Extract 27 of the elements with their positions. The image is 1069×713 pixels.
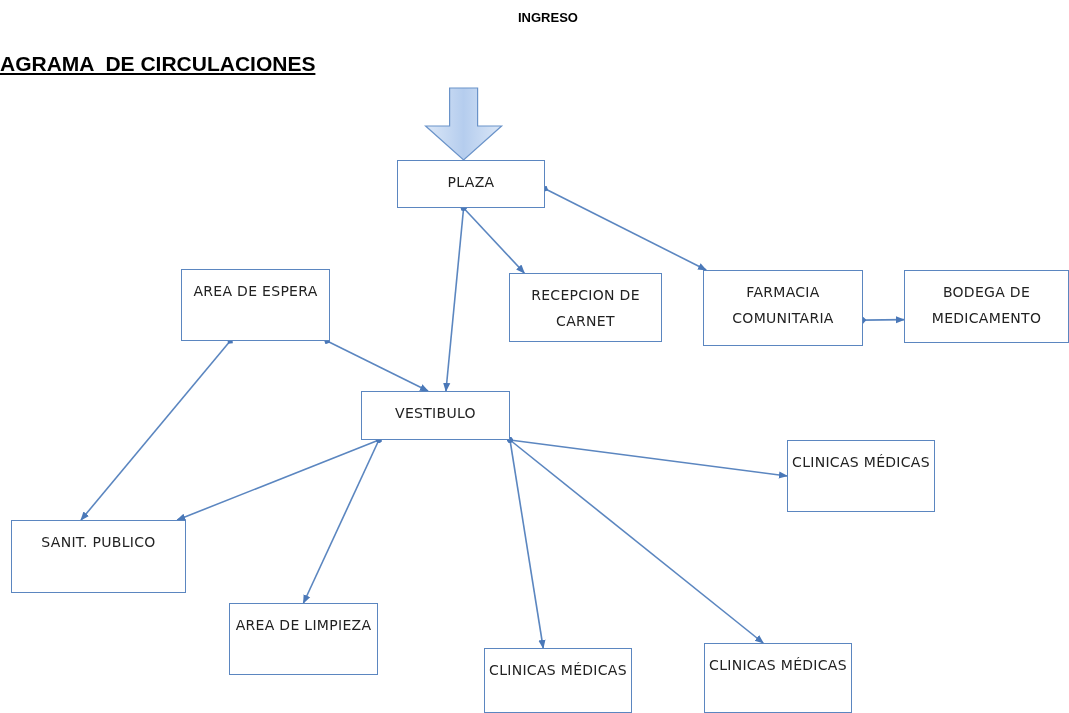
circulation-arrow bbox=[506, 436, 546, 649]
room-box bbox=[787, 440, 935, 512]
room-box bbox=[397, 160, 545, 208]
room-label: CLINICAS MÉDICAS bbox=[489, 661, 627, 680]
circulation-arrow bbox=[507, 437, 764, 644]
room-label: CLINICAS MÉDICAS bbox=[709, 656, 847, 675]
room-box bbox=[181, 269, 330, 341]
room-box bbox=[229, 603, 378, 675]
entrance-block-arrow bbox=[424, 87, 504, 161]
room-box bbox=[904, 270, 1069, 343]
entrance-label: INGRESO bbox=[518, 10, 578, 25]
room-box bbox=[484, 648, 632, 713]
diagram-title: AGRAMA DE CIRCULACIONES bbox=[0, 52, 316, 76]
room-box bbox=[361, 391, 510, 440]
room-label: VESTIBULO bbox=[395, 404, 476, 423]
room-label: RECEPCION DE CARNET bbox=[530, 286, 641, 331]
room-label: AREA DE ESPERA bbox=[193, 282, 318, 301]
room-label: CLINICAS MÉDICAS bbox=[792, 453, 930, 472]
room-label: SANIT. PUBLICO bbox=[41, 533, 156, 552]
room-label: BODEGA DE MEDICAMENTO bbox=[930, 283, 1043, 328]
room-label: PLAZA bbox=[447, 173, 495, 192]
room-box bbox=[704, 643, 852, 713]
room-box bbox=[11, 520, 186, 593]
room-box bbox=[703, 270, 863, 346]
room-label: FARMACIA COMUNITARIA bbox=[731, 283, 835, 328]
room-box bbox=[509, 273, 662, 342]
room-label: AREA DE LIMPIEZA bbox=[235, 616, 372, 635]
